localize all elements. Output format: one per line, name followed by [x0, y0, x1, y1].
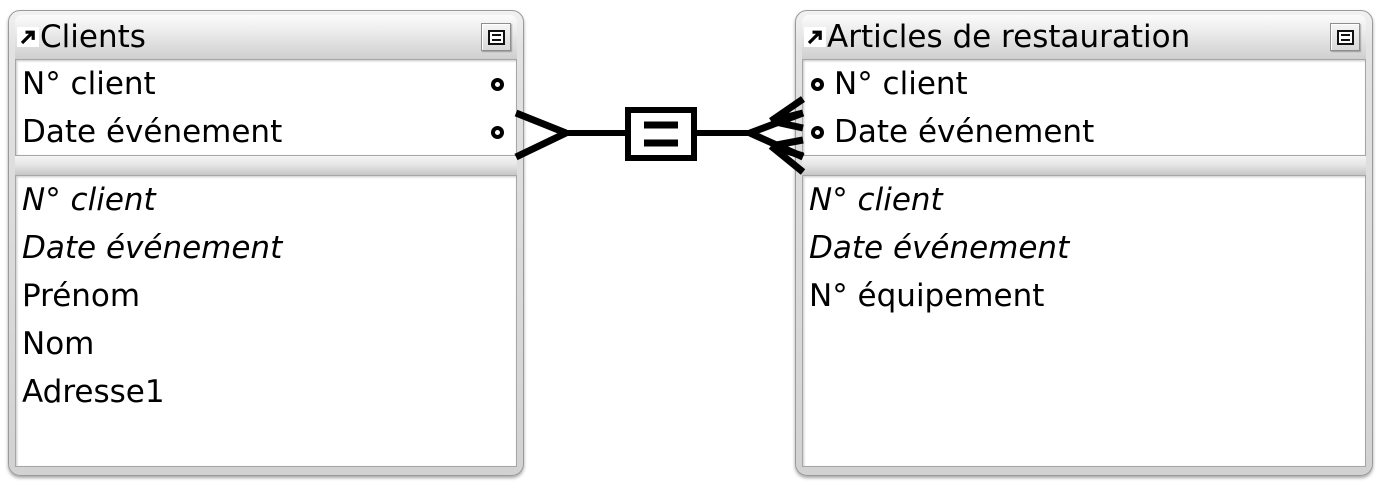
field-label: Date événement	[22, 229, 283, 266]
match-field-label: Date événement	[834, 113, 1095, 150]
key-dot-icon	[811, 77, 824, 91]
field-row[interactable]: N° client	[803, 176, 1365, 224]
list-glyph	[1336, 29, 1354, 45]
field-label: Adresse1	[22, 373, 165, 410]
field-row[interactable]: N° client	[16, 176, 516, 224]
field-label: N° équipement	[809, 277, 1045, 314]
table-title-label: Articles de restauration	[827, 21, 1191, 53]
table-title-bar-clients[interactable]: Clients	[15, 15, 517, 59]
match-field-label: Date événement	[22, 113, 283, 150]
table-occurrence-clients[interactable]: Clients N° client Date événement N° clie…	[8, 10, 524, 476]
match-field-pane-articles: N° client Date événement	[802, 59, 1366, 156]
list-button-icon[interactable]	[481, 23, 511, 51]
key-dot-icon	[491, 125, 504, 139]
field-label: Nom	[22, 325, 95, 362]
key-dot-icon	[491, 77, 504, 91]
list-button-icon[interactable]	[1330, 23, 1360, 51]
list-glyph	[487, 29, 505, 45]
relationship-operator-box	[625, 107, 697, 161]
field-label: N° client	[809, 181, 943, 218]
field-label: N° client	[22, 181, 156, 218]
pane-divider	[802, 156, 1366, 175]
match-field-label: N° client	[834, 65, 968, 102]
open-arrow-icon[interactable]	[17, 24, 39, 50]
table-title-label: Clients	[40, 21, 146, 53]
field-list-pane-articles[interactable]: N° client Date événement N° équipement	[802, 175, 1366, 467]
field-row[interactable]: Date événement	[803, 224, 1365, 272]
field-row[interactable]: Prénom	[16, 272, 516, 320]
match-field-row[interactable]: N° client	[16, 60, 516, 108]
field-list-pane-clients[interactable]: N° client Date événement Prénom Nom Adre…	[15, 175, 517, 467]
key-dot-icon	[811, 125, 824, 139]
field-row[interactable]: Nom	[16, 320, 516, 368]
pane-divider	[15, 156, 517, 175]
match-field-pane-clients: N° client Date événement	[15, 59, 517, 156]
match-field-row[interactable]: Date événement	[16, 108, 516, 155]
field-label: Date événement	[809, 229, 1070, 266]
field-row[interactable]: N° équipement	[803, 272, 1365, 320]
match-field-row[interactable]: N° client	[803, 60, 1365, 108]
table-title-bar-articles[interactable]: Articles de restauration	[802, 15, 1366, 59]
field-row[interactable]: Date événement	[16, 224, 516, 272]
match-field-label: N° client	[22, 65, 156, 102]
table-occurrence-articles-de-restauration[interactable]: Articles de restauration N° client Date …	[795, 10, 1373, 476]
open-arrow-icon[interactable]	[804, 24, 826, 50]
field-label: Prénom	[22, 277, 141, 314]
field-row[interactable]: Adresse1	[16, 368, 516, 416]
match-field-row[interactable]: Date événement	[803, 108, 1365, 155]
